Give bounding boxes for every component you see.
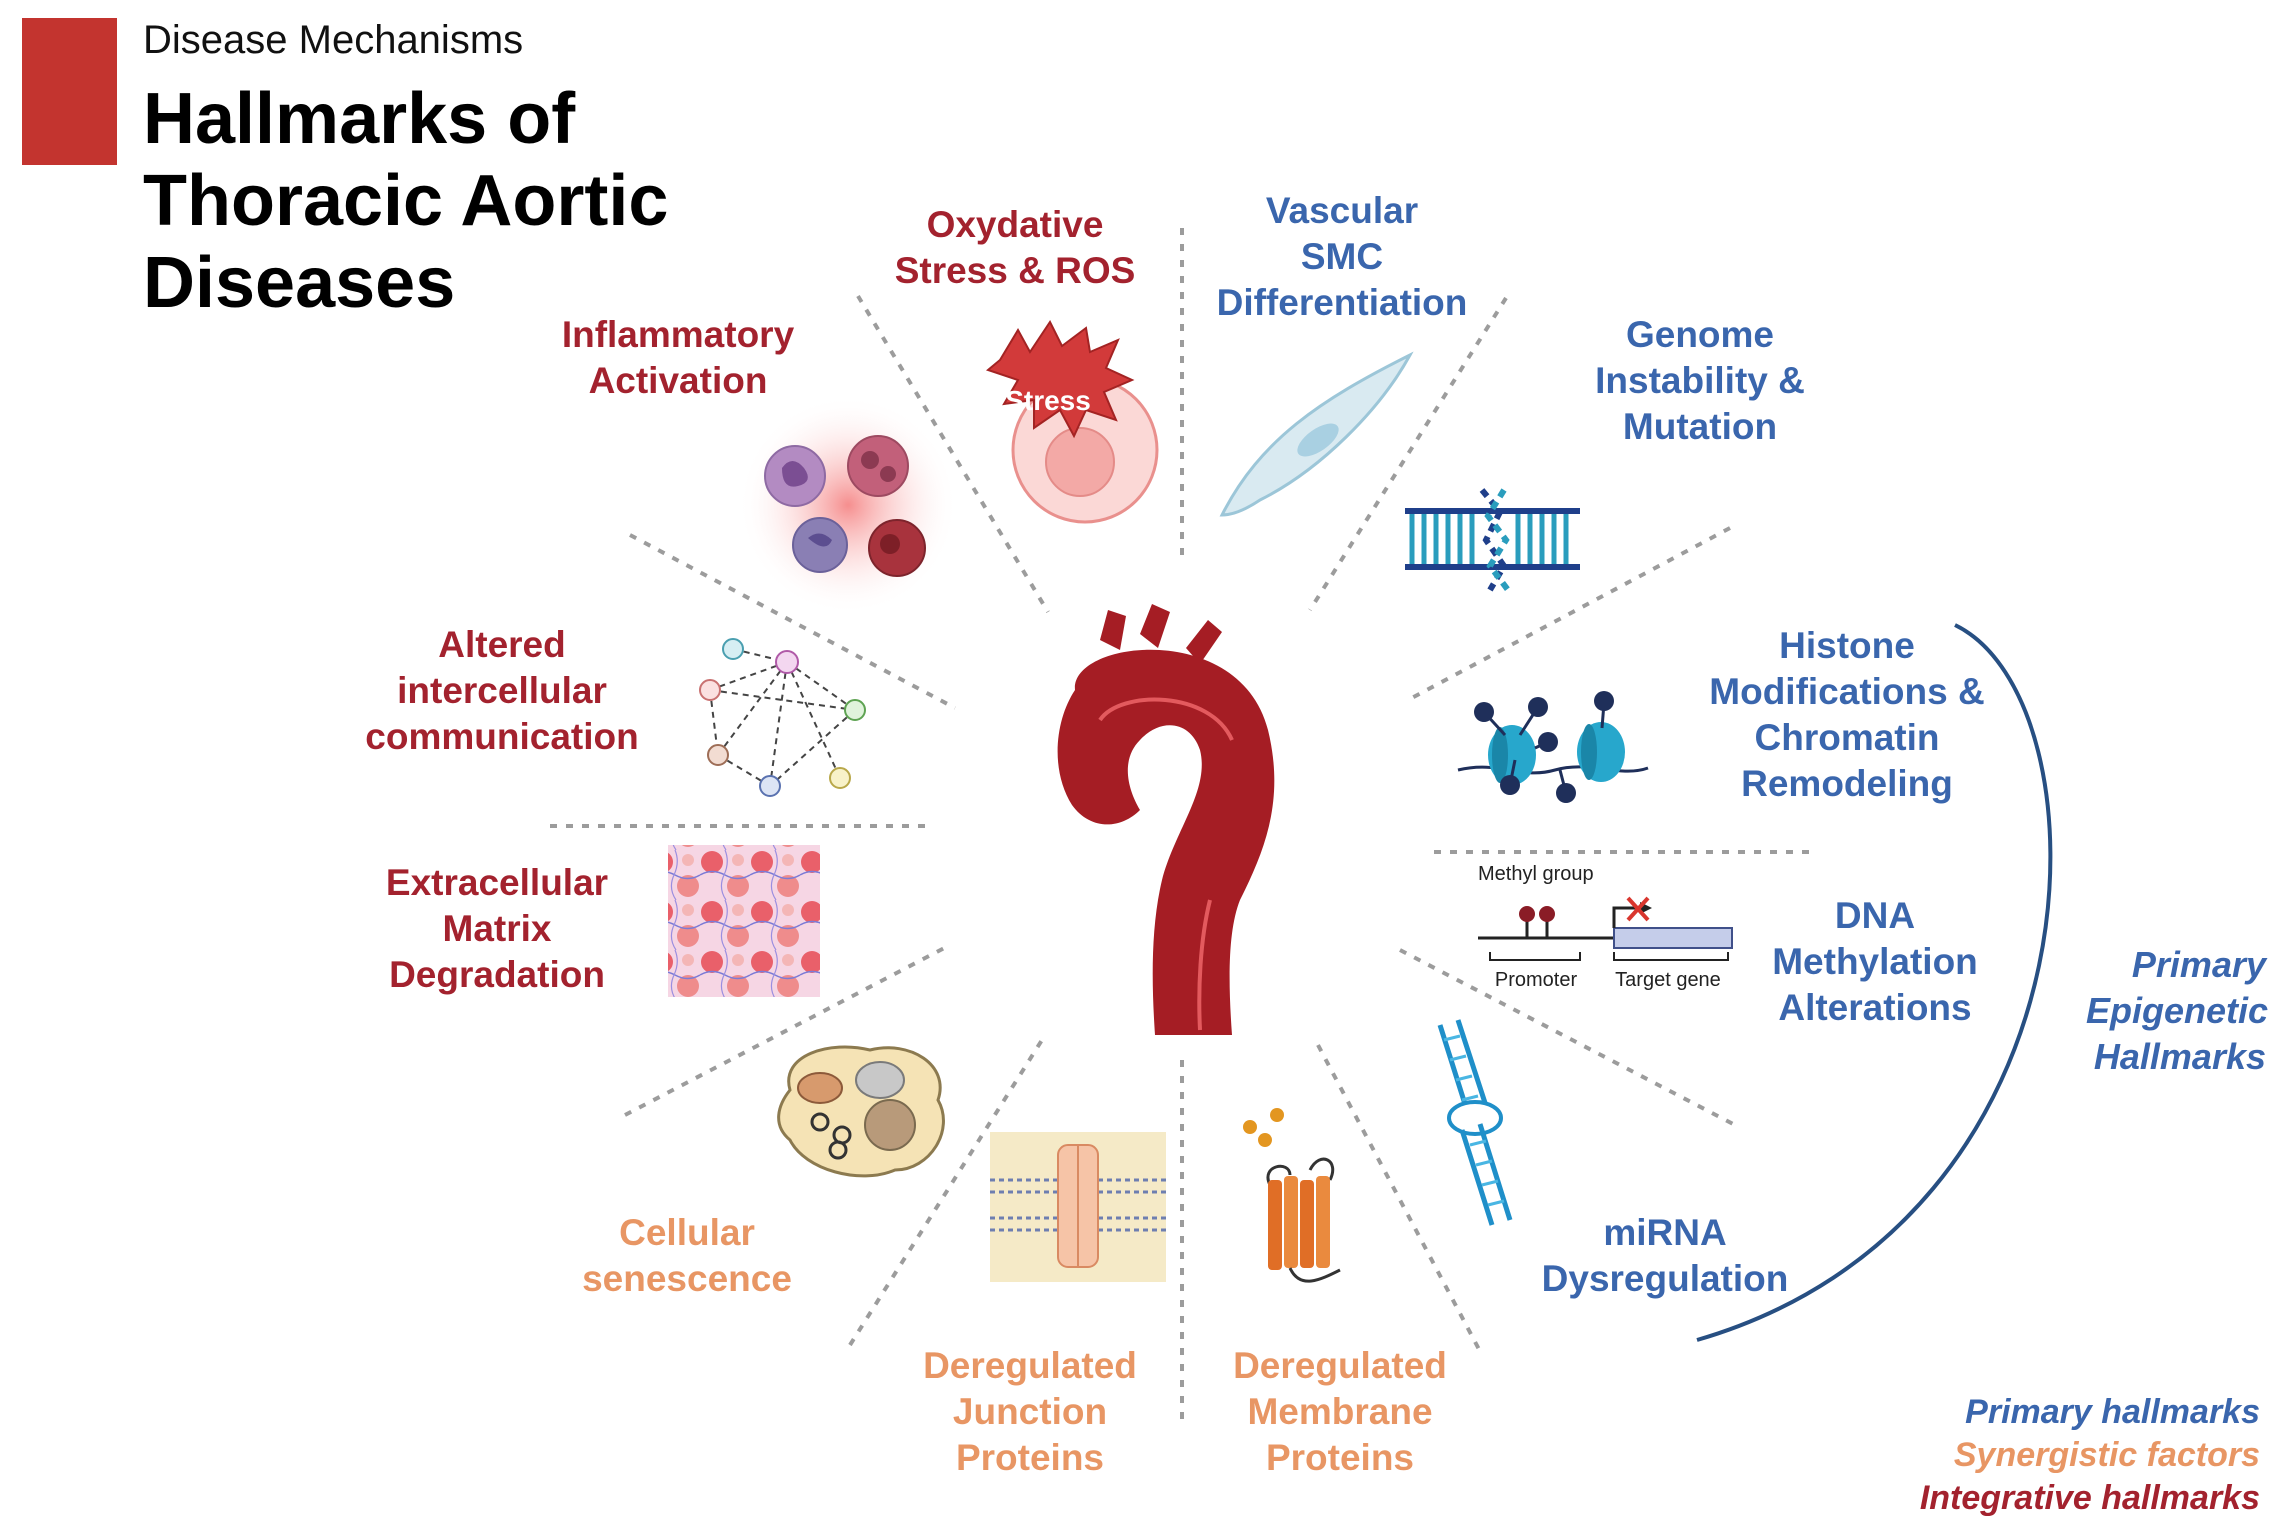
title-line: Diseases [143, 243, 456, 323]
legend-synergistic: Synergistic factors [1953, 1436, 2260, 1474]
legend-integrative: Integrative hallmarks [1919, 1479, 2260, 1517]
stress-cell-icon [985, 320, 1159, 524]
epigenetic-bracket [1696, 623, 2053, 1342]
divider-line [1407, 526, 1731, 702]
inflammatory-cells-icon [738, 395, 958, 615]
smc-nucleus [1297, 423, 1339, 457]
methyl-group-label: Methyl group [1478, 863, 1594, 885]
cell-network-icon [699, 638, 866, 797]
nucleosome-icon [1457, 691, 1649, 803]
membrane-protein-icon [1243, 1108, 1341, 1283]
title-line: Thoracic Aortic [143, 161, 669, 241]
promoter-label: Promoter [1495, 969, 1578, 991]
divider-line [848, 1038, 1044, 1347]
senescent-cell-icon [777, 1045, 945, 1178]
header-color-block [22, 18, 117, 165]
divider-line [629, 533, 956, 710]
dna-break-icon [1405, 488, 1580, 592]
methylation-icon [1478, 896, 1733, 961]
page-title: Hallmarks of Thoracic Aortic Diseases [143, 78, 743, 324]
ecm-tissue-icon [668, 845, 820, 997]
stress-label: Stress [1005, 385, 1091, 416]
divider-line [624, 943, 951, 1117]
legend-primary: Primary hallmarks [1965, 1393, 2260, 1431]
divider-line [1308, 296, 1508, 612]
divider-line [1316, 1044, 1484, 1356]
divider-lines [550, 228, 1812, 1420]
junction-protein-icon [990, 1132, 1166, 1282]
title-line: Hallmarks of [143, 79, 576, 159]
target-gene-label: Target gene [1615, 969, 1721, 991]
aorta-illustration [1057, 604, 1275, 1035]
mirna-hairpin-icon [1437, 1019, 1513, 1226]
category-label: Disease Mechanisms [143, 18, 524, 62]
stress-burst-icon [985, 320, 1135, 439]
divider-line [856, 294, 1050, 614]
